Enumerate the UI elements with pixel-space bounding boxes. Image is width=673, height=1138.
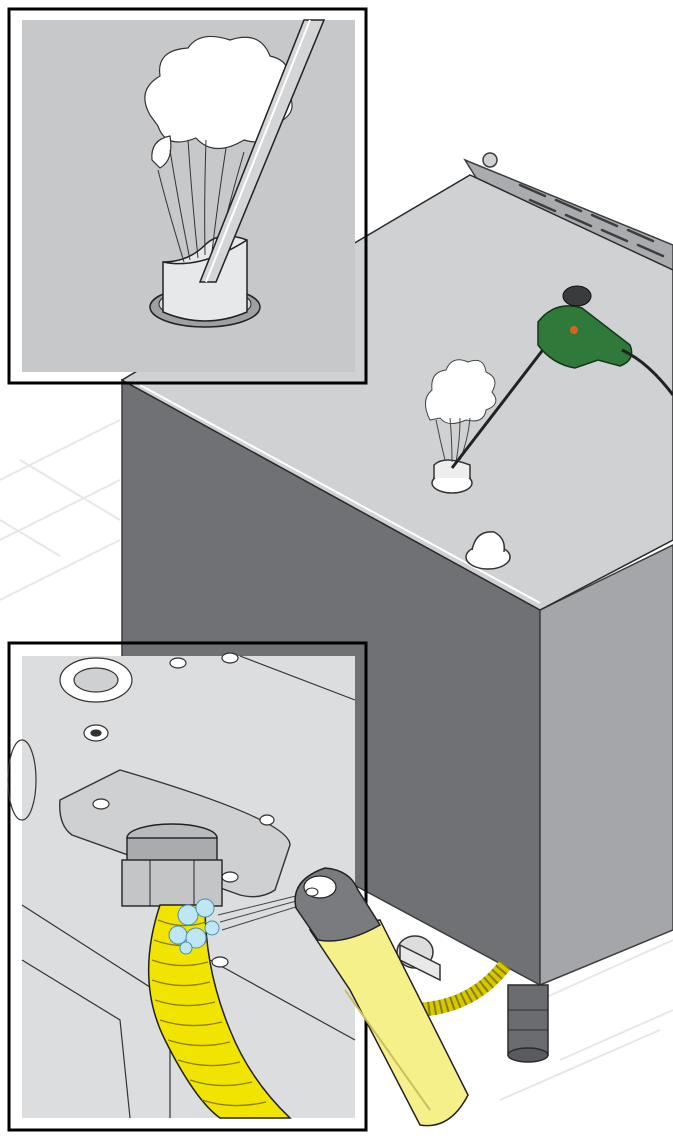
cabinet-leg [508,985,548,1062]
cabinet-front-panel [540,545,673,985]
mount-hole [483,153,497,167]
flue-outlet [432,460,472,493]
inset-top [9,9,366,383]
hex-fitting [122,824,222,906]
